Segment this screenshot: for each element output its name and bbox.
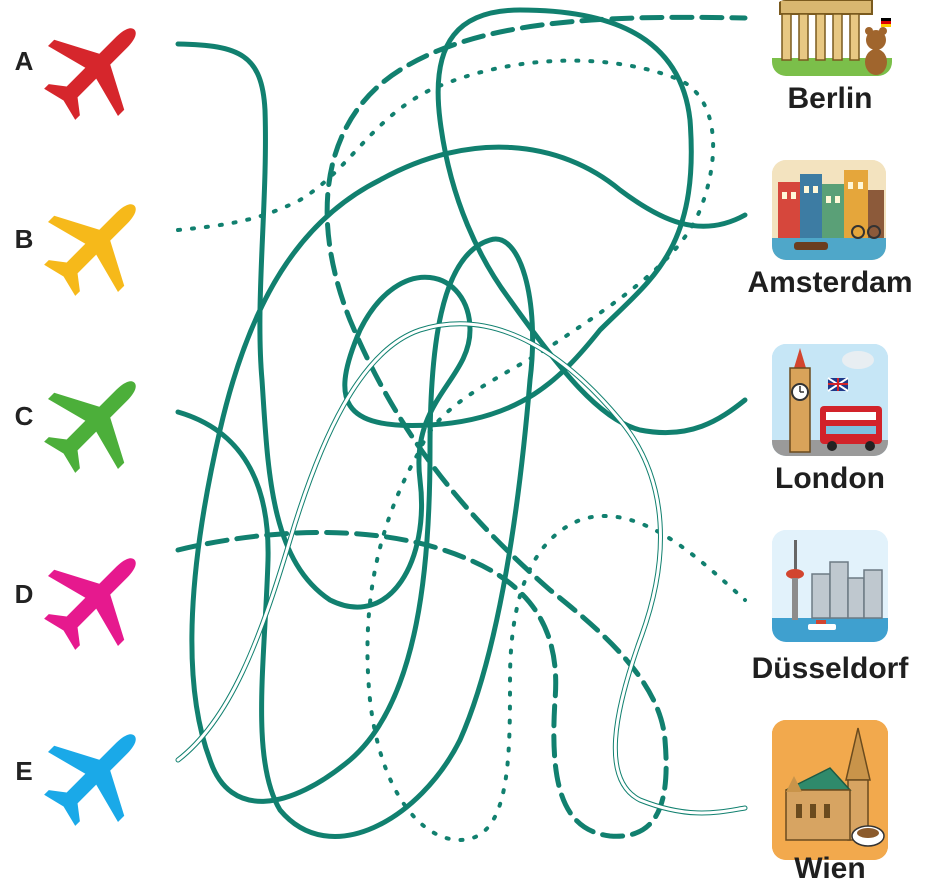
stephansdom-icon[interactable]: [772, 720, 888, 860]
path-b[interactable]: [176, 58, 747, 842]
letter-d: D: [14, 579, 34, 609]
path-a[interactable]: [175, 7, 748, 610]
airplane-icon[interactable]: [42, 188, 152, 298]
big-ben-icon[interactable]: [772, 344, 888, 456]
letter-c: C: [14, 401, 34, 431]
brandenburg-gate-icon[interactable]: [772, 0, 892, 76]
letter-a: A: [14, 46, 34, 76]
letter-e: E: [15, 756, 33, 786]
path-c[interactable]: [175, 144, 748, 839]
city-label-wien: Wien: [794, 852, 866, 885]
airplane-icon[interactable]: [42, 718, 152, 828]
airplane-icon[interactable]: [42, 365, 152, 475]
city-label-duesseldorf: Düsseldorf: [751, 652, 909, 685]
rhine-tower-icon[interactable]: [772, 530, 888, 642]
canal-houses-icon[interactable]: [772, 160, 886, 260]
path-d[interactable]: [175, 14, 748, 839]
city-label-berlin: Berlin: [787, 82, 873, 115]
city-label-amsterdam: Amsterdam: [747, 266, 913, 299]
airplane-icon[interactable]: [42, 12, 152, 122]
city-label-london: London: [775, 462, 885, 495]
letter-b: B: [14, 224, 34, 254]
airplane-icon[interactable]: [42, 542, 152, 652]
